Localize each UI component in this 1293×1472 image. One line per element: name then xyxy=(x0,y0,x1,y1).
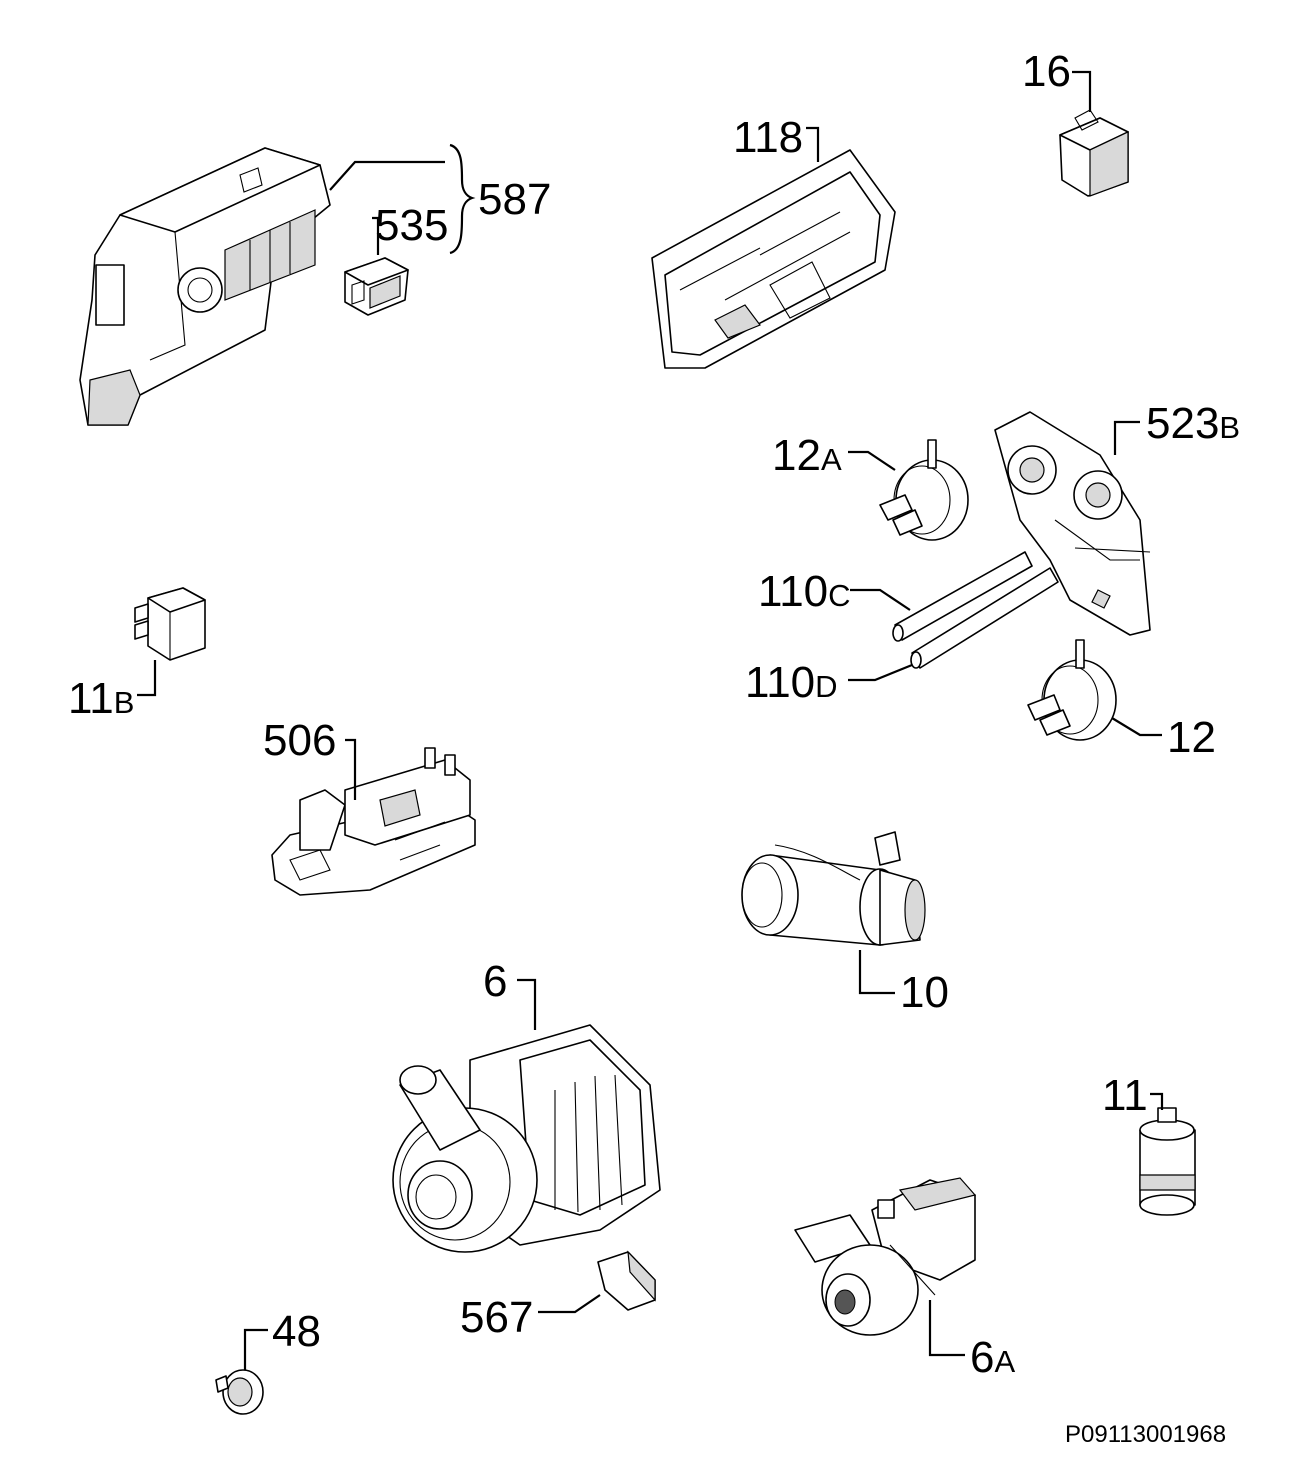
part-48-plug xyxy=(215,1369,264,1415)
leader-523b xyxy=(1113,420,1140,455)
drawing-code: P09113001968 xyxy=(1065,1421,1226,1448)
part-12-pressure-switch xyxy=(1027,639,1117,741)
part-6a-drain-pump xyxy=(794,1177,977,1336)
label-587: 587 xyxy=(478,175,551,224)
label-12: 12 xyxy=(1167,713,1216,762)
label-506: 506 xyxy=(263,716,336,765)
label-523b: 523B xyxy=(1146,399,1240,448)
leader-118 xyxy=(806,126,820,162)
leader-10 xyxy=(858,950,895,995)
part-523b-bracket-assembly xyxy=(994,411,1151,636)
part-6-pump-motor xyxy=(392,1024,661,1253)
label-12a: 12A xyxy=(772,431,842,480)
leader-567 xyxy=(538,1294,601,1314)
leader-11b xyxy=(137,660,157,697)
leader-6a xyxy=(928,1300,965,1357)
part-11-capacitor xyxy=(1139,1107,1196,1216)
part-118-display-panel xyxy=(651,149,896,369)
leader-110c xyxy=(850,588,911,611)
label-11: 11 xyxy=(1102,1071,1148,1120)
leader-535 xyxy=(372,216,380,255)
label-11b: 11B xyxy=(68,674,134,723)
label-6a: 6A xyxy=(970,1333,1015,1382)
part-12a-pressure-switch xyxy=(879,439,969,541)
label-535: 535 xyxy=(375,201,448,250)
part-110-tubes xyxy=(892,551,1059,669)
label-118: 118 xyxy=(733,113,803,162)
part-506-relay-board xyxy=(271,747,476,896)
part-10-heater xyxy=(741,831,926,946)
leader-12a xyxy=(848,450,896,471)
label-6: 6 xyxy=(483,957,507,1006)
leader-506 xyxy=(345,738,357,800)
part-535-connector xyxy=(344,257,409,316)
leader-6 xyxy=(517,978,537,1030)
part-587-control-module xyxy=(79,147,331,426)
label-48: 48 xyxy=(272,1307,321,1356)
label-567: 567 xyxy=(460,1293,533,1342)
leader-11 xyxy=(1150,1092,1164,1110)
part-567-clip xyxy=(597,1250,656,1311)
part-11b-relay xyxy=(134,587,206,661)
leader-12 xyxy=(1111,717,1162,737)
label-110d: 110D xyxy=(745,658,838,707)
brace-587 xyxy=(329,143,476,255)
part-16-switch xyxy=(1059,109,1129,197)
label-16: 16 xyxy=(1022,47,1071,96)
label-110c: 110C xyxy=(758,567,851,616)
leader-48 xyxy=(243,1328,268,1370)
label-10: 10 xyxy=(900,968,949,1017)
leader-110d xyxy=(848,663,913,682)
leader-16 xyxy=(1072,70,1092,112)
